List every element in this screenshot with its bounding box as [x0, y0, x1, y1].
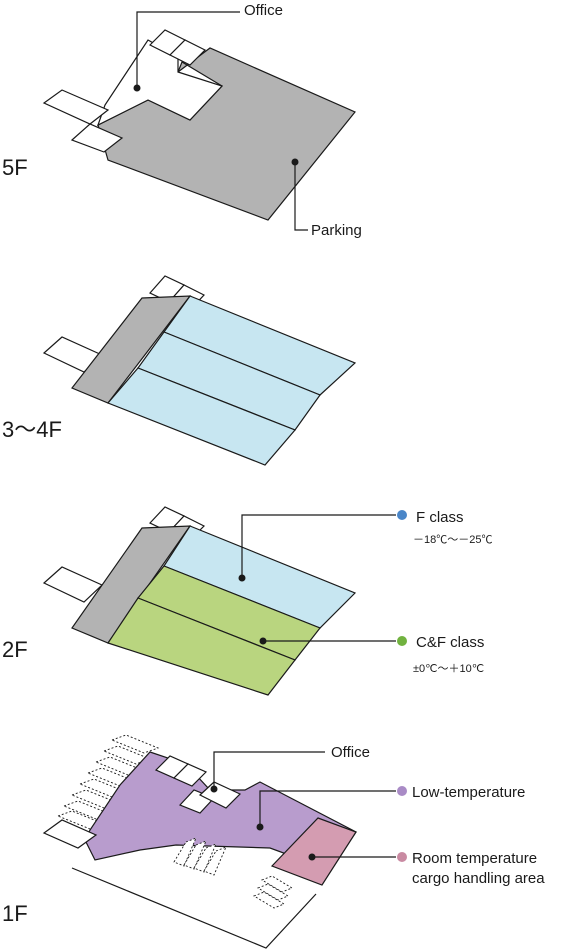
floor-label-3-4f: 3～4F	[2, 417, 62, 442]
low-temperature-callout-label: Low-temperature	[412, 784, 525, 801]
low-temperature-leader-line	[259, 790, 396, 827]
floor-1f: Office Low-temperature Room temperature …	[2, 734, 545, 949]
office-callout-label: Office	[331, 744, 370, 761]
floor-5f: Office Parking 5F	[2, 2, 362, 239]
ground-slab-outline	[71, 867, 317, 949]
office-wing-top-2	[168, 39, 207, 66]
loading-docks-right	[252, 875, 294, 909]
low-temperature-legend-dot	[397, 786, 407, 796]
office-wing-left-1	[42, 89, 110, 125]
office-callout-label: Office	[244, 2, 283, 19]
floor-2f: F class －18℃～－25℃ C&F class ±0℃～＋10℃ 2F	[2, 506, 492, 696]
cf-class-legend-dot	[397, 636, 407, 646]
floor-label-5f: 5F	[2, 155, 28, 180]
f-class-callout-label: F class	[416, 509, 464, 526]
cf-class-callout-label: C&F class	[416, 634, 484, 651]
parking-callout-label: Parking	[311, 222, 362, 239]
office-leader-line	[213, 751, 325, 789]
room-temperature-callout-label-line-2: cargo handling area	[412, 870, 545, 887]
loading-docks-center	[173, 837, 227, 876]
f-class-leader-line	[241, 514, 396, 578]
floor-label-1f: 1F	[2, 901, 28, 926]
room-temperature-callout-label-line-1: Room temperature	[412, 850, 537, 867]
floor-label-2f: 2F	[2, 637, 28, 662]
room-temperature-area	[270, 817, 357, 886]
f-class-temperature-range: －18℃～－25℃	[413, 534, 492, 546]
room-temperature-legend-dot	[397, 852, 407, 862]
office-leader-line	[136, 11, 240, 88]
cf-class-temperature-range: ±0℃～＋10℃	[413, 663, 484, 675]
office-block-4	[198, 781, 242, 809]
office-block-2	[172, 763, 208, 787]
f-class-legend-dot	[397, 510, 407, 520]
office-wing-left-2	[70, 123, 124, 153]
office-wing-left	[42, 819, 98, 849]
floor-3-4f: 3～4F	[2, 275, 357, 466]
storage-room-lower	[106, 367, 297, 466]
cf-class-area-lower	[107, 597, 296, 696]
parking-leader-line	[294, 162, 308, 231]
